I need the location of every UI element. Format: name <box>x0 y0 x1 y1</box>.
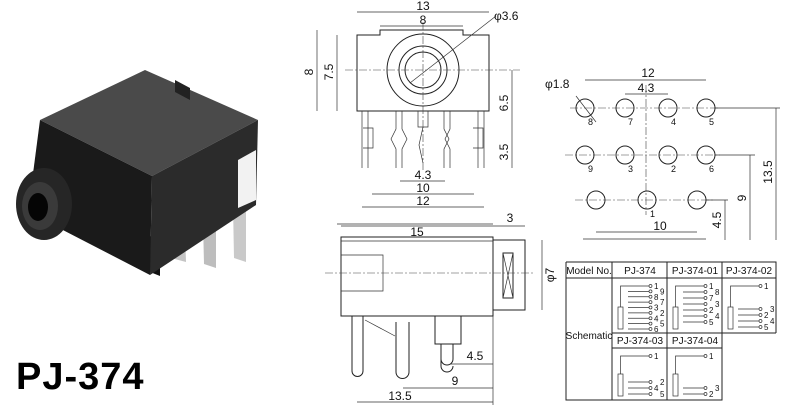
pcb-hole <box>586 190 606 210</box>
pcb-hole <box>658 145 678 165</box>
pcb-pin-label: 4 <box>671 117 676 127</box>
dim-pcb-bottom: 10 <box>653 219 667 233</box>
terminal-label: 2 <box>764 311 769 320</box>
dim-notch: 8 <box>420 13 427 27</box>
pcb-hole <box>696 98 716 118</box>
terminal-label: 7 <box>709 294 714 303</box>
dim-length: 15 <box>410 225 424 239</box>
pcb-hole <box>696 145 716 165</box>
front-view: 13 8 φ3.6 8 7.5 6.5 3.5 4.3 10 12 <box>302 0 520 225</box>
terminal-label: 2 <box>660 309 665 318</box>
schematic-diagram: 1 245 <box>617 352 665 399</box>
pcb-hole <box>615 145 635 165</box>
model-name: PJ-374-01 <box>672 266 719 277</box>
dim-pcb-h2: 9 <box>735 194 749 201</box>
dim-pin-c: 12 <box>416 194 430 208</box>
terminal-label: 3 <box>654 304 659 313</box>
dim-side-c: 13.5 <box>388 389 412 403</box>
dim-height: 8 <box>302 68 316 75</box>
schematic-table: Model No. Schematic PJ-374198732456PJ-37… <box>565 261 777 401</box>
pcb-pin-label: 8 <box>588 117 593 127</box>
terminal-label: 8 <box>654 293 659 302</box>
dim-pcb-hole: φ1.8 <box>545 77 570 91</box>
dim-pcb-h3: 13.5 <box>761 160 775 184</box>
model-name: PJ-374-02 <box>726 266 773 277</box>
terminal-label: 5 <box>660 320 665 329</box>
terminal-label: 4 <box>654 384 659 393</box>
pcb-hole <box>637 190 657 210</box>
dim-width: 13 <box>416 0 430 13</box>
pcb-pin-label: 5 <box>709 117 714 127</box>
dim-pin: 3.5 <box>497 143 511 160</box>
terminal-label: 1 <box>709 282 714 291</box>
pcb-pin-label: 9 <box>588 164 593 174</box>
model-name: PJ-374-03 <box>617 336 664 347</box>
dim-side-a: 4.5 <box>467 349 484 363</box>
terminal-label: 1 <box>654 352 659 361</box>
pcb-hole <box>575 145 595 165</box>
dim-height2: 7.5 <box>322 63 336 80</box>
dim-pcb-pitch: 4.3 <box>638 81 655 95</box>
terminal-label: 3 <box>770 305 775 314</box>
terminal-label: 8 <box>715 288 720 297</box>
dim-hole: φ3.6 <box>494 9 519 23</box>
terminal-label: 2 <box>709 306 714 315</box>
terminal-label: 1 <box>654 282 659 291</box>
pcb-hole <box>615 98 635 118</box>
pcb-pin-label: 3 <box>628 164 633 174</box>
terminal-label: 1 <box>709 352 714 361</box>
dim-diameter: φ7 <box>543 267 557 282</box>
product-title: PJ-374 <box>16 356 145 398</box>
terminal-label: 4 <box>715 312 720 321</box>
dim-pcb-h1: 4.5 <box>710 211 724 228</box>
terminal-label: 7 <box>660 298 665 307</box>
terminal-label: 1 <box>764 282 769 291</box>
terminal-label: 5 <box>709 318 714 327</box>
terminal-label: 2 <box>660 378 665 387</box>
terminal-label: 5 <box>660 390 665 399</box>
dim-pcb-span: 12 <box>641 66 655 80</box>
table-row-label: Schematic <box>566 331 613 342</box>
pcb-hole <box>687 190 707 210</box>
pcb-pin-label: 1 <box>650 209 655 219</box>
terminal-label: 6 <box>654 325 659 334</box>
pcb-hole <box>658 98 678 118</box>
dim-side-b: 9 <box>452 374 459 388</box>
side-view: 15 3 φ7 4.5 9 13.5 <box>325 211 557 405</box>
pcb-pin-label: 7 <box>628 117 633 127</box>
schematic-diagram: 1 32 <box>672 352 720 399</box>
model-name: PJ-374-04 <box>672 336 719 347</box>
terminal-label: 3 <box>715 300 720 309</box>
terminal-label: 2 <box>709 390 714 399</box>
pcb-hole <box>575 98 595 118</box>
jack-photo <box>16 70 258 276</box>
terminal-label: 5 <box>764 323 769 332</box>
pcb-layout: 12 4.3 φ1.8 10 4.5 9 13.5 8 7 4 5 9 3 2 6 1 <box>545 66 780 240</box>
terminal-label: 9 <box>660 287 665 296</box>
dim-flange: 3 <box>507 211 514 225</box>
table-header-label: Model No. <box>566 266 612 277</box>
model-name: PJ-374 <box>624 266 656 277</box>
pcb-pin-label: 2 <box>671 164 676 174</box>
dim-center: 6.5 <box>497 94 511 111</box>
pcb-pin-label: 6 <box>709 164 714 174</box>
dim-pin-b: 10 <box>416 181 430 195</box>
terminal-label: 3 <box>715 384 720 393</box>
terminal-label: 4 <box>770 317 775 326</box>
terminal-label: 4 <box>654 314 659 323</box>
dim-pin-a: 4.3 <box>415 168 432 182</box>
